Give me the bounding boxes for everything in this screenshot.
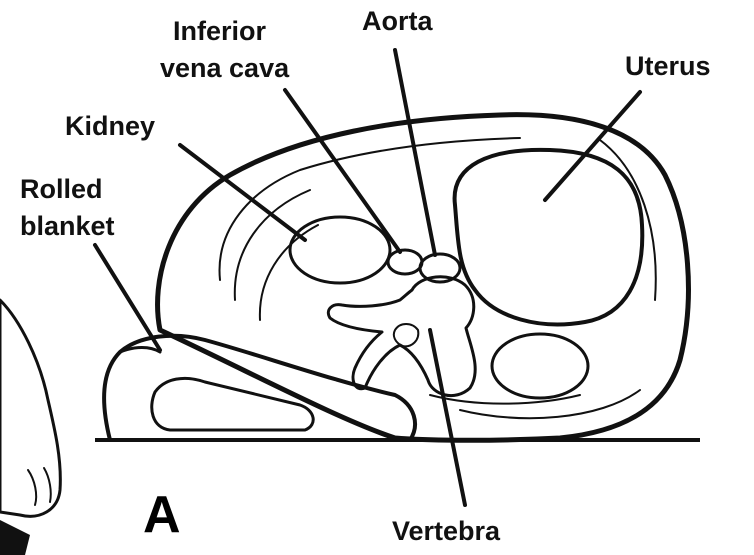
label-vertebra: Vertebra (392, 516, 501, 546)
panel-label: A (143, 486, 181, 544)
kidney-right-shape (492, 334, 588, 398)
aorta-lumen (429, 261, 451, 275)
vertebra-foramen (394, 324, 418, 346)
leader-uterus (545, 92, 640, 200)
uterus-shape (455, 150, 643, 325)
leader-vertebra (430, 330, 465, 505)
label-inferior-vena-cava-line2: vena cava (160, 53, 290, 83)
label-kidney: Kidney (65, 111, 155, 141)
label-uterus: Uterus (625, 51, 711, 81)
label-rolled-blanket-line1: Rolled (20, 174, 103, 204)
patient-limb (0, 300, 60, 555)
label-rolled-blanket-line2: blanket (20, 211, 115, 241)
leader-aorta (395, 50, 435, 255)
rolled-blanket-shape (104, 336, 415, 440)
vena-cava-shape (388, 250, 422, 274)
leader-kidney (180, 145, 305, 240)
label-aorta: Aorta (362, 6, 433, 36)
leader-rolled-blanket (95, 245, 160, 350)
vertebra-shape (328, 277, 475, 396)
label-inferior-vena-cava-line1: Inferior (173, 16, 267, 46)
kidney-left-shape (290, 217, 390, 283)
